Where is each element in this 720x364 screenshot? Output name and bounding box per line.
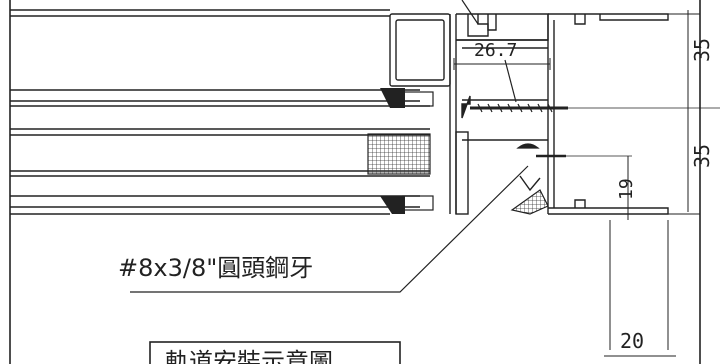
gasket-top: [380, 88, 434, 108]
screw-icon: [461, 95, 720, 119]
round-head-screw-icon: [510, 143, 632, 215]
title-box: [149, 341, 401, 364]
top-leader: [461, 0, 479, 25]
dim-right-upper: 35: [690, 38, 714, 62]
dim-right-lower: 35: [690, 144, 714, 168]
dimension-lines: [453, 10, 700, 357]
channel-profile: [547, 13, 669, 215]
title-text: 軌道安裝示意圖: [165, 348, 333, 364]
dim-mid: 19: [616, 178, 637, 200]
dim-top: 26.7: [474, 40, 517, 61]
dim-bottom: 20: [620, 329, 644, 353]
outer-frame: [9, 0, 701, 364]
screw-leader: [504, 59, 517, 103]
callout-leader: [130, 165, 529, 293]
left-layer-stack: [10, 9, 430, 215]
callout-text: #8x3/8"圓頭鋼牙: [118, 254, 313, 282]
gasket-bottom: [380, 195, 434, 214]
setting-block: [367, 133, 431, 175]
track-profile: [456, 13, 549, 141]
aluminum-frame-profile: [389, 13, 469, 215]
